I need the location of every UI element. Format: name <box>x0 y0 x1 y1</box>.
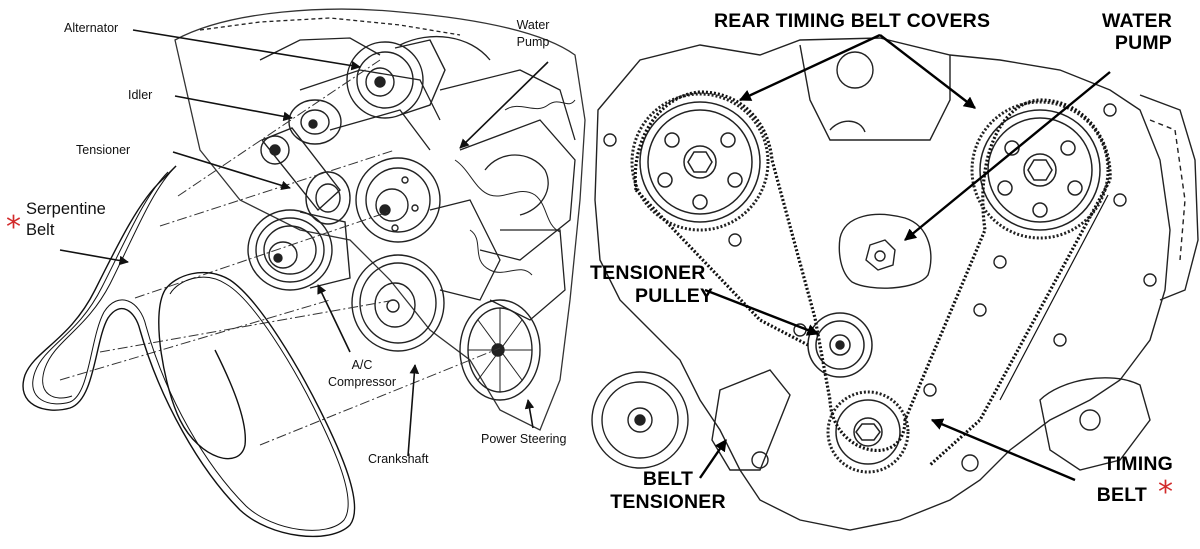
label-tensioner-pulley-line1: TENSIONER <box>590 262 706 284</box>
label-belt-tensioner-line1: BELT <box>642 468 694 490</box>
label-water-pump-right-line1: WATER <box>1102 10 1172 32</box>
serpentine-belt <box>22 165 356 538</box>
label-idler: Idler <box>128 88 153 102</box>
asterisk-timing-belt: * <box>1158 475 1173 510</box>
label-crankshaft: Crankshaft <box>368 452 429 466</box>
crankshaft-pulley <box>351 254 445 352</box>
alternator-pulley <box>346 39 446 119</box>
label-rear-timing-belt-covers: REAR TIMING BELT COVERS <box>714 10 991 32</box>
timing-belt <box>633 90 1112 467</box>
alignment-lines <box>59 59 501 446</box>
label-serpentine-line2: Belt <box>26 221 55 239</box>
idler-pulley <box>288 99 342 145</box>
right-leader-lines <box>699 33 1111 482</box>
ac-compressor-pulley <box>247 209 351 291</box>
label-ac-line2: Compressor <box>327 375 397 389</box>
asterisk-serpentine: * <box>6 210 21 245</box>
label-timing-belt-line2: BELT <box>1096 484 1147 506</box>
label-water-pump-right-line2: PUMP <box>1114 32 1172 54</box>
right-engine-block <box>591 37 1199 531</box>
water-pump-pulley <box>355 157 441 243</box>
left-leader-lines <box>59 29 549 457</box>
left-cam-sprocket <box>630 92 770 232</box>
label-alternator: Alternator <box>64 21 119 35</box>
power-steering-pulley <box>459 299 541 401</box>
label-timing-belt-line1: TIMING <box>1103 453 1173 475</box>
label-serpentine-line1: Serpentine <box>26 200 106 218</box>
tensioner-pulley <box>807 312 873 378</box>
left-engine-block <box>174 8 586 431</box>
label-power-steering: Power Steering <box>481 432 567 446</box>
label-belt-tensioner-line2: TENSIONER <box>610 491 726 513</box>
label-tensioner: Tensioner <box>76 143 131 157</box>
label-water-pump-line1: Water <box>516 18 550 32</box>
label-tensioner-pulley-line2: PULLEY <box>635 285 714 307</box>
label-ac-line1: A/C <box>351 358 373 372</box>
right-cam-sprocket <box>970 100 1110 240</box>
label-water-pump-line2: Pump <box>516 35 550 49</box>
crank-sprocket <box>826 390 910 474</box>
tensioner-assembly <box>260 127 351 225</box>
